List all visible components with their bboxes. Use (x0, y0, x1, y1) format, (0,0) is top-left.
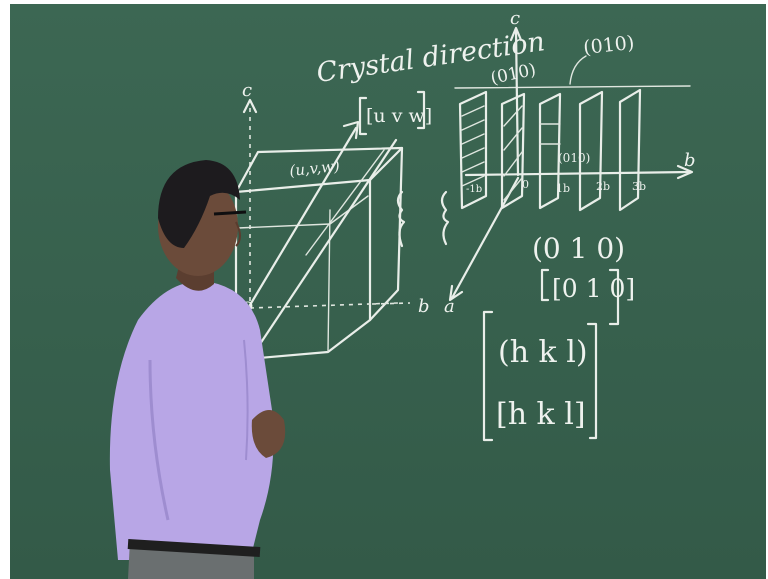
family-plane-notation: (0 1 0) (532, 232, 625, 265)
direction-uvw-label: [u v w] (366, 105, 432, 127)
right-a-label: a (444, 296, 455, 317)
plane-010-top-a-label: (010) (489, 60, 538, 89)
general-plane-notation: (h k l) (498, 335, 588, 370)
plane-stack-diagram: b c a -1b 0 1b 2b 3b (010) (010) (010) (444, 8, 696, 317)
lecturer-belt (127, 539, 261, 557)
family-direction-notation: [0 1 0] (552, 274, 635, 303)
glasses (213, 210, 247, 216)
lecturer-hand (251, 410, 286, 458)
general-notation-block: (h k l) [h k l] (482, 310, 598, 442)
general-direction-notation: [h k l] (496, 397, 586, 432)
left-b-label: b (418, 296, 430, 317)
tick-zero: 0 (522, 178, 529, 191)
plane-010-mid-label: (010) (558, 151, 590, 165)
lecturer-shirt (109, 281, 274, 560)
tick-2b: 2b (596, 180, 610, 193)
direction-uvw-box: [u v w] (358, 90, 432, 136)
brace-left (396, 190, 406, 248)
lecturer-figure (109, 160, 286, 579)
lecturer-hair (158, 160, 240, 248)
right-b-label: b (684, 150, 696, 171)
pointer-arrow (569, 55, 587, 85)
right-c-label: c (510, 8, 520, 29)
plane-010-top-b-label: (010) (582, 32, 635, 59)
left-b-axis: b (371, 296, 430, 317)
brace-right (440, 190, 450, 246)
tick-minus-1b: -1b (466, 184, 482, 195)
left-c-axis: c (242, 80, 258, 310)
left-c-label: c (242, 80, 252, 101)
family-direction-box: [0 1 0] (540, 268, 635, 326)
tick-1b: 1b (556, 182, 570, 195)
tick-3b: 3b (632, 180, 646, 193)
point-uvw-label: (u,v,w) (289, 157, 341, 180)
